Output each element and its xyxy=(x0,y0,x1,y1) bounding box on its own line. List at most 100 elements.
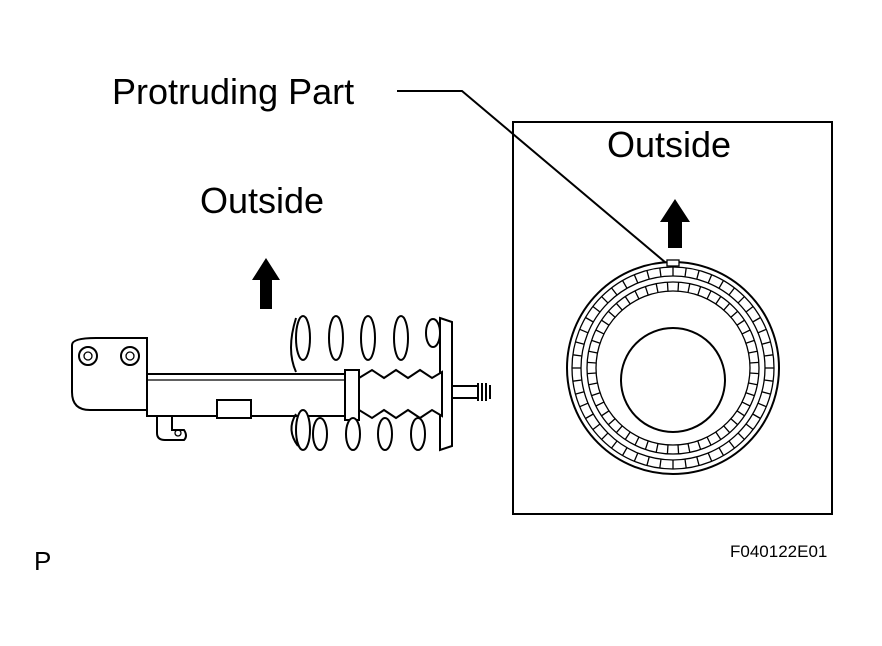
insulator-rib xyxy=(741,401,751,407)
insulator-rib xyxy=(572,354,582,357)
insulator-rib xyxy=(666,282,669,292)
insulator-rib xyxy=(634,290,640,300)
protruding-part-label: Protruding Part xyxy=(112,71,354,112)
insulator-rib xyxy=(728,287,736,296)
insulator-rib xyxy=(592,423,601,431)
insulator-rib xyxy=(587,372,597,375)
insulator-rib xyxy=(601,410,610,417)
spring-insulator-icon xyxy=(566,259,780,475)
insulator-rib xyxy=(572,379,582,382)
leader-line xyxy=(397,90,673,269)
insulator-rib xyxy=(764,379,774,382)
insulator-rib xyxy=(579,328,589,334)
insulator-rib xyxy=(644,440,649,450)
insulator-rib xyxy=(745,305,754,313)
insulator-rib xyxy=(715,431,722,440)
insulator-rib xyxy=(757,402,767,408)
insulator-rib xyxy=(707,274,713,284)
insulator-rib xyxy=(687,443,691,453)
insulator-rib xyxy=(610,440,618,449)
insulator-rib xyxy=(621,280,628,289)
insulator-rib xyxy=(730,418,739,426)
insulator-rib xyxy=(610,287,618,296)
insulator-rib xyxy=(601,296,609,304)
insulator-rib xyxy=(706,436,712,446)
insulator-rib xyxy=(736,410,745,417)
insulator-rib xyxy=(684,267,687,277)
insulator-rib xyxy=(757,328,767,334)
insulator-rib xyxy=(737,296,745,304)
insulator-rib xyxy=(633,274,639,284)
up-arrow-icon xyxy=(660,199,690,248)
insulator-rib xyxy=(666,444,669,454)
insulator-rib xyxy=(736,319,745,326)
outside-label-left: Outside xyxy=(200,180,324,221)
insulator-rib xyxy=(607,418,616,426)
figure-code: F040122E01 xyxy=(730,542,827,561)
insulator-rib xyxy=(697,440,702,450)
insulator-rib xyxy=(585,413,594,420)
insulator-rib xyxy=(697,286,702,296)
insulator-rib xyxy=(588,350,598,354)
insulator-rib xyxy=(655,283,659,293)
insulator-rib xyxy=(748,382,758,386)
insulator-rib xyxy=(696,270,700,280)
insulator-rib xyxy=(592,305,601,313)
insulator-rib xyxy=(723,425,731,434)
insulator-rib xyxy=(624,431,631,440)
insulator-rib xyxy=(718,280,725,289)
insulator-rib xyxy=(633,452,639,462)
insulator-rib xyxy=(595,401,605,407)
insulator-rib xyxy=(745,392,755,397)
insulator-rib xyxy=(764,354,774,357)
insulator-rib xyxy=(646,270,650,280)
insulator-rib xyxy=(745,423,754,431)
insulator-rib xyxy=(706,290,712,300)
insulator-rib xyxy=(748,350,758,354)
insulator-rib xyxy=(655,443,659,453)
insulator-rib xyxy=(624,296,631,305)
outside-label-right: Outside xyxy=(607,124,731,165)
insulator-rib xyxy=(696,456,700,466)
insulator-rib xyxy=(579,402,589,408)
insulator-rib xyxy=(677,282,680,292)
insulator-rib xyxy=(601,432,609,440)
insulator-rib xyxy=(687,283,691,293)
insulator-rib xyxy=(741,329,751,335)
insulator-rib xyxy=(752,316,761,323)
insulator-rib xyxy=(745,339,755,344)
insulator-rib xyxy=(644,286,649,296)
insulator-rib xyxy=(587,361,597,364)
insulator-rib xyxy=(761,391,771,395)
insulator-rib xyxy=(634,436,640,446)
insulator-rib xyxy=(615,425,623,434)
insulator-rib xyxy=(595,329,605,335)
insulator-rib xyxy=(715,296,722,305)
insulator-rib xyxy=(659,459,662,469)
insulator-rib xyxy=(749,372,759,375)
corner-letter: P xyxy=(34,546,51,576)
insulator-rib xyxy=(707,452,713,462)
insulator-rib xyxy=(677,444,680,454)
insulator-rib xyxy=(591,339,601,344)
insulator-rib xyxy=(588,382,598,386)
insulator-detail-box xyxy=(512,121,833,515)
insulator-rib xyxy=(723,302,731,311)
insulator-rib xyxy=(684,459,687,469)
strut-assembly-icon xyxy=(71,315,491,452)
insulator-rib xyxy=(718,447,725,456)
insulator-rib xyxy=(575,391,585,395)
insulator-rib xyxy=(728,440,736,449)
insulator-rib xyxy=(575,341,585,345)
up-arrow-icon xyxy=(252,258,280,309)
insulator-rib xyxy=(591,392,601,397)
insulator-rib xyxy=(737,432,745,440)
insulator-rib xyxy=(761,341,771,345)
insulator-rib xyxy=(752,413,761,420)
insulator-rib xyxy=(646,456,650,466)
insulator-rib xyxy=(601,319,610,326)
insulator-rib xyxy=(621,447,628,456)
insulator-rib xyxy=(607,310,616,318)
insulator-rib xyxy=(659,267,662,277)
